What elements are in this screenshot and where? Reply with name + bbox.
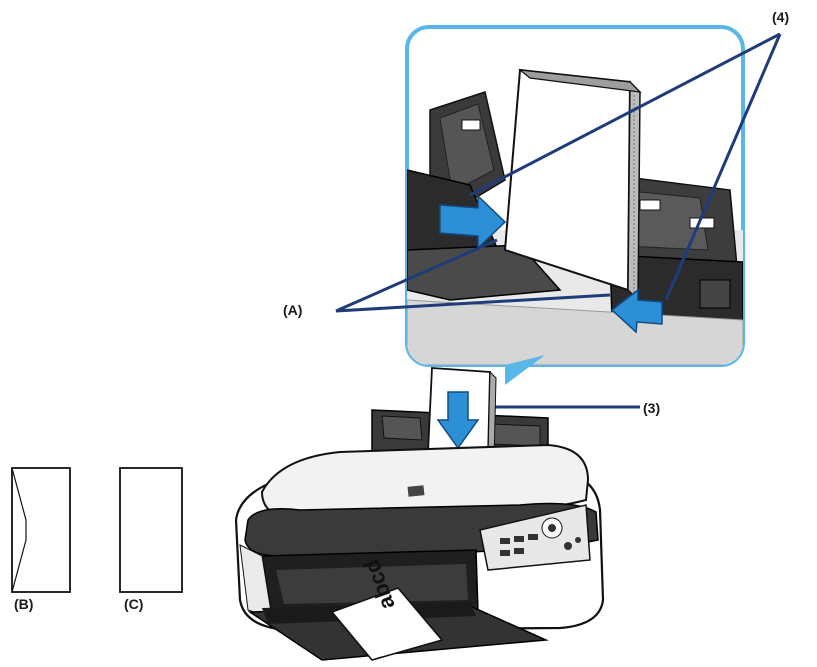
envelope-front	[119, 467, 183, 593]
label-guides: (4)	[772, 9, 789, 25]
label-envelope-back: (B)	[14, 596, 33, 612]
feed-arrow-icon	[436, 391, 480, 450]
canon-logo-icon	[407, 485, 425, 497]
label-envelope-front: (C)	[124, 596, 143, 612]
output-paper: abcd	[330, 556, 444, 661]
control-panel-icon	[479, 504, 591, 571]
printer: abcd	[234, 367, 605, 661]
left-guide-arrow-icon	[439, 194, 507, 250]
label-edge: (A)	[283, 302, 302, 318]
zoom-pointer	[505, 355, 545, 385]
right-guide-arrow-icon	[610, 288, 663, 334]
envelope-back	[11, 467, 71, 593]
callout-lines	[335, 32, 782, 409]
zoom-inset	[405, 25, 745, 367]
label-feed: (3)	[643, 400, 660, 416]
paper-stack	[503, 68, 642, 302]
